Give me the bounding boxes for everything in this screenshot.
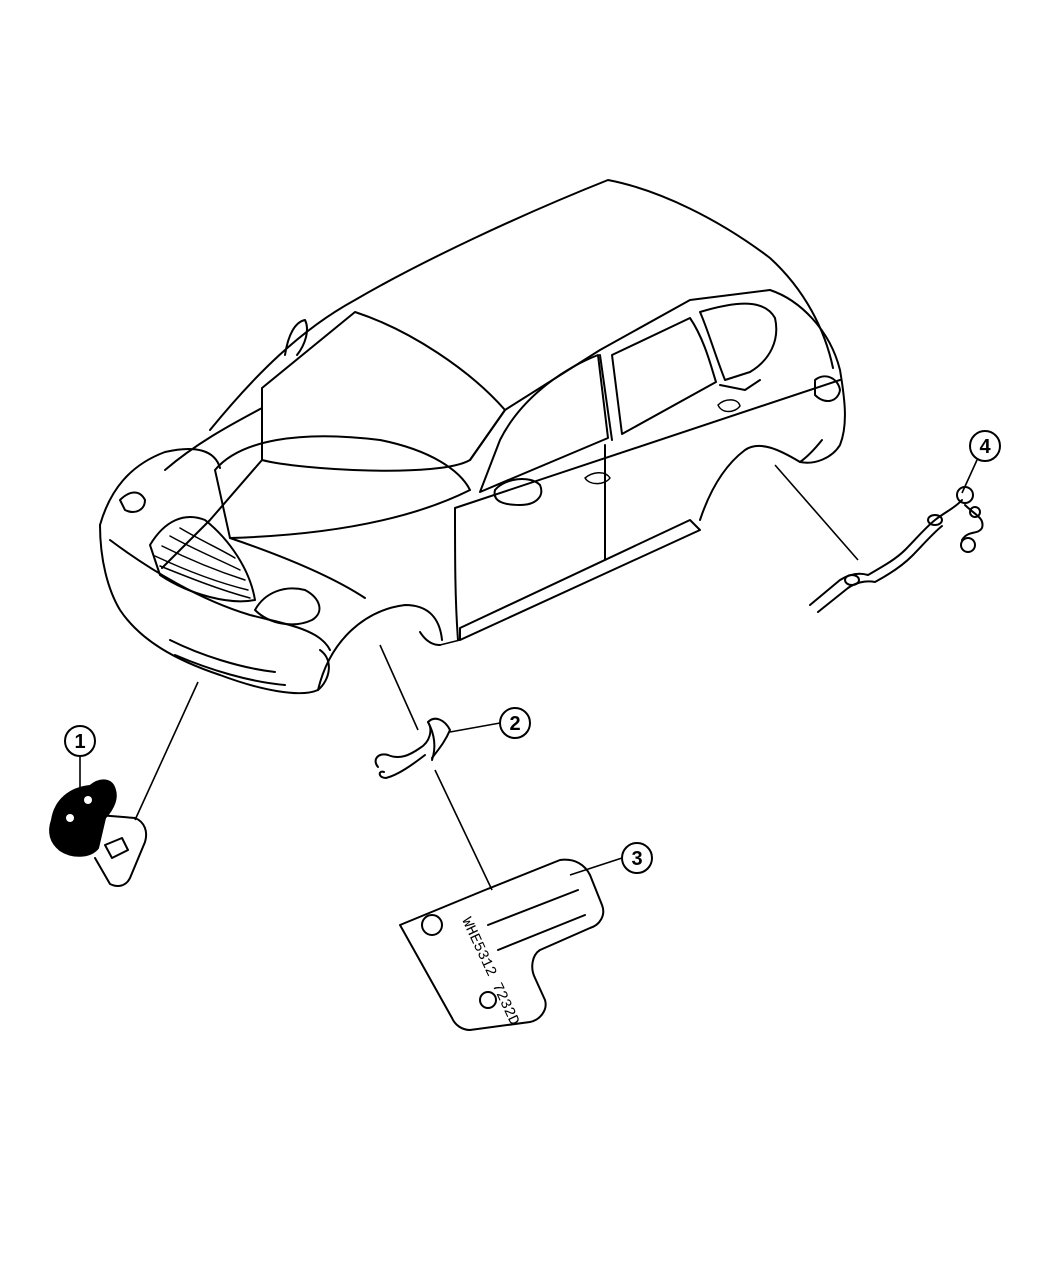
vehicle-body (99, 179, 846, 695)
antenna-cable-front (374, 717, 451, 779)
callout-2: 2 (499, 707, 531, 739)
callout-2-label: 2 (509, 713, 520, 735)
callout-4: 4 (969, 430, 1001, 462)
mounting-hole-upper (421, 914, 443, 936)
leader-line-2 (379, 644, 419, 731)
callout-3-label: 3 (631, 848, 642, 870)
mounting-hole-lower (479, 991, 497, 1009)
callout-1: 1 (64, 725, 96, 757)
key-fob (49, 779, 148, 887)
callout-leader-2 (449, 722, 501, 733)
leader-line-4 (774, 464, 859, 561)
leader-line-1 (134, 681, 199, 821)
leader-line-3 (434, 769, 493, 891)
vin-plate: WHE5312 7232D (399, 858, 605, 1031)
callout-4-label: 4 (979, 436, 991, 458)
callout-1-label: 1 (74, 731, 85, 753)
callout-leader-3 (569, 857, 623, 876)
antenna-cable-rear (809, 486, 984, 613)
callout-3: 3 (621, 842, 653, 874)
plate-marking: WHE5312 7232D (457, 915, 522, 1028)
leader-lines (79, 459, 978, 891)
